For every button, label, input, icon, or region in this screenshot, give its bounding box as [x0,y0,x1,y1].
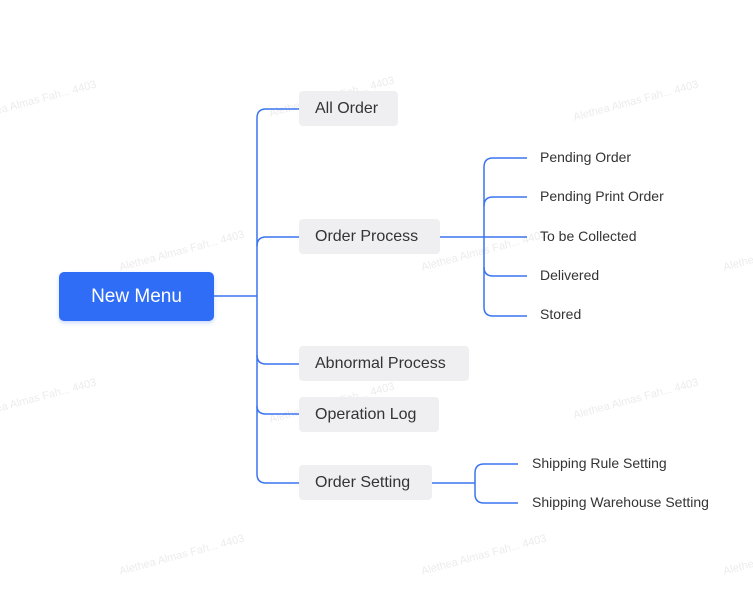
node-delivered[interactable]: Delivered [540,267,600,283]
node-abnormal-process[interactable]: Abnormal Process [299,346,469,381]
node-shipping-rule-setting[interactable]: Shipping Rule Setting [532,455,667,471]
connector-order-process [256,236,299,247]
node-all-order[interactable]: All Order [299,91,398,126]
connector-pending-print-order [483,196,527,207]
node-stored[interactable]: Stored [540,306,582,322]
node-to-be-collected[interactable]: To be Collected [540,228,637,244]
node-shipping-warehouse-setting[interactable]: Shipping Warehouse Setting [532,494,709,510]
node-order-process[interactable]: Order Process [299,219,440,254]
node-order-setting[interactable]: Order Setting [299,465,432,500]
connector-abnormal-process [256,354,299,365]
connector-operation-log [256,405,299,415]
root-node-new-menu[interactable]: New Menu [59,272,214,321]
node-pending-order[interactable]: Pending Order [540,149,632,165]
connector-trunk [256,108,267,484]
connector-delivered [483,266,527,277]
node-pending-print-order[interactable]: Pending Print Order [540,188,664,204]
connector-order-setting-trunk [474,463,485,504]
node-operation-log[interactable]: Operation Log [299,397,439,432]
